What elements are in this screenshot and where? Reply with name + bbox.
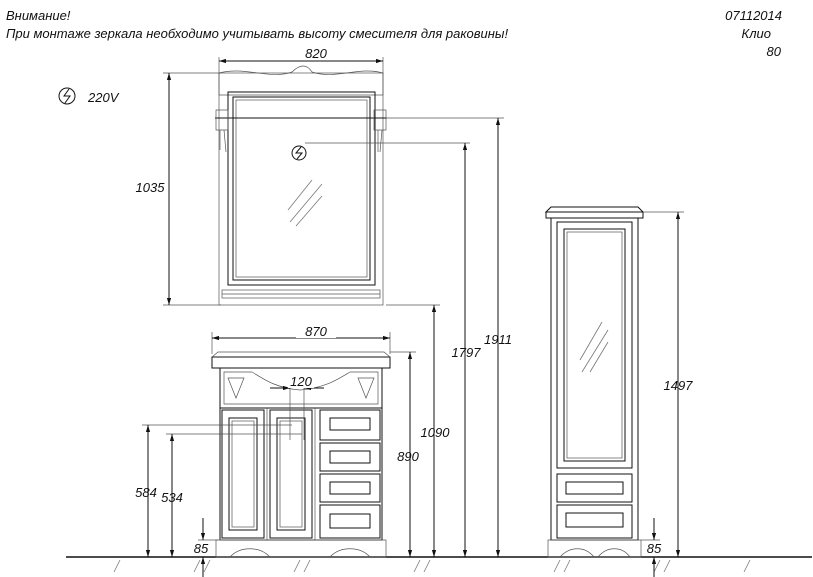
warning-text: При монтаже зеркала необходимо учитывать… (6, 26, 508, 41)
dim-mirror-width: 820 (305, 46, 327, 61)
product-code: 07112014 (725, 8, 782, 23)
floor-hatch (113, 559, 751, 573)
warning-title: Внимание! (6, 8, 71, 23)
lamp-right-icon (373, 109, 387, 153)
tall-cabinet (544, 206, 645, 558)
dim-basin-offset: 120 (290, 374, 312, 389)
vanity (211, 351, 391, 558)
dim-cabinet-height: 1497 (664, 378, 694, 393)
dim-mirror-height: 1035 (136, 180, 166, 195)
dim-vanity-height: 890 (397, 449, 419, 464)
dimensions: 820 1035 870 120 584 534 85 890 (135, 46, 693, 577)
mirror-socket-icon (291, 145, 307, 161)
dim-leg-left: 85 (194, 541, 209, 556)
product-size: 80 (767, 44, 782, 59)
voltage-label: 220V (87, 90, 120, 105)
product-name: Клио (742, 26, 771, 41)
dim-pipe-534: 534 (161, 490, 183, 505)
dim-socket-height: 1797 (452, 345, 482, 360)
dim-total-height: 1911 (484, 332, 512, 347)
lamp-left-icon (215, 109, 229, 153)
mirror (215, 65, 387, 306)
dim-pipe-584: 584 (135, 485, 157, 500)
electric-socket-icon (58, 87, 76, 105)
dim-vanity-width: 870 (305, 324, 327, 339)
dim-leg-right: 85 (647, 541, 662, 556)
dim-vanity-total: 1090 (421, 425, 451, 440)
